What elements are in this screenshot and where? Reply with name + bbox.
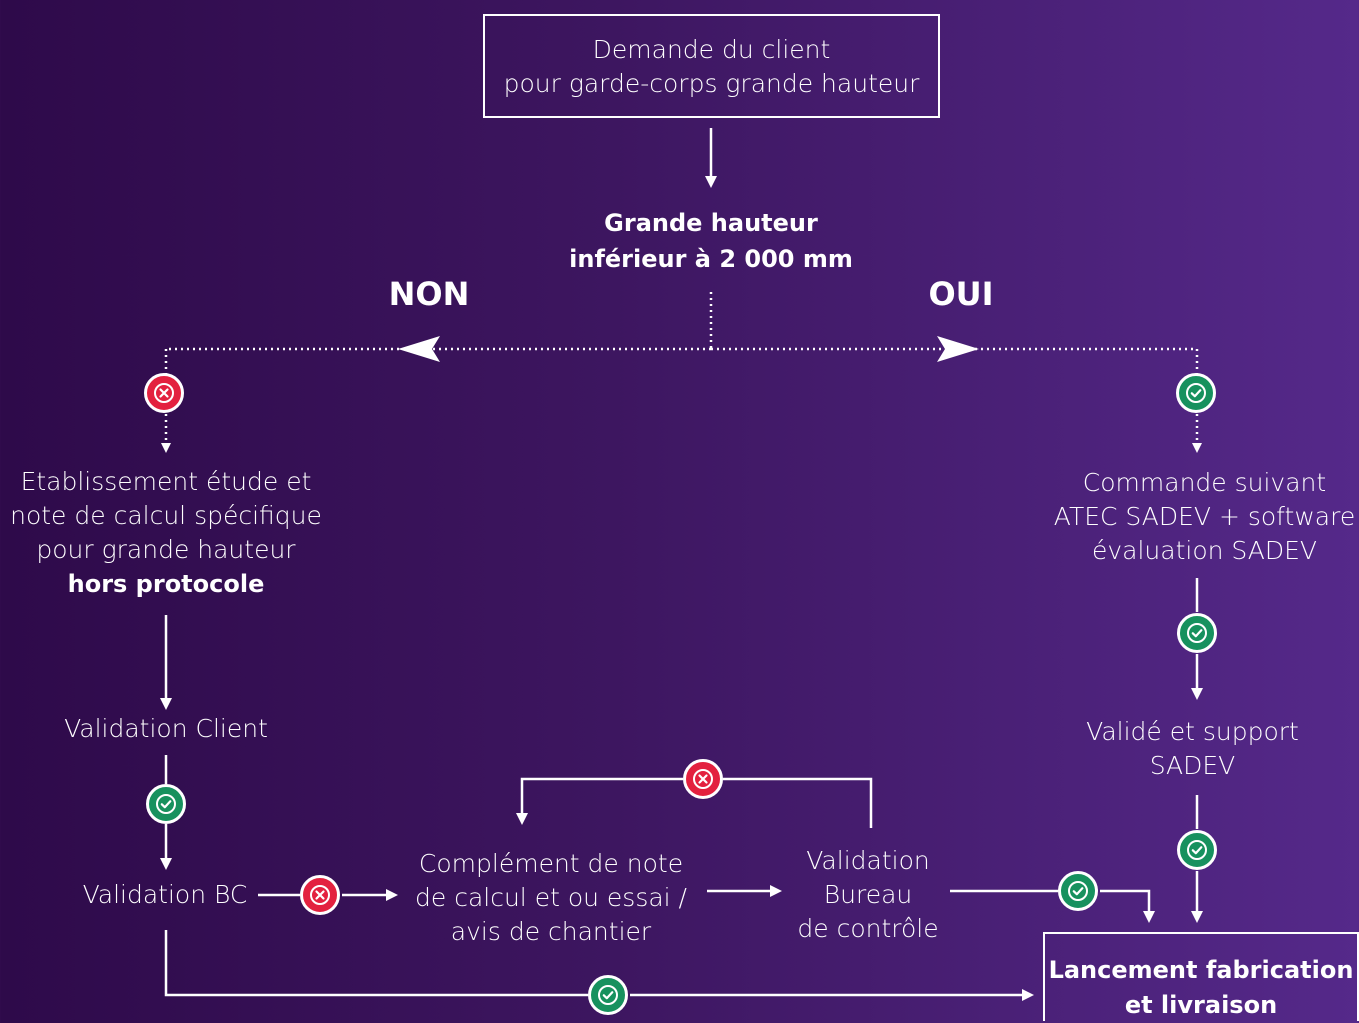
etude-line-bold: hors protocole [67,570,265,598]
valide-line-1: Validé et support [1086,717,1299,746]
label-non: NON [388,275,470,313]
arrowhead-non-down [161,443,171,453]
cross-icon [693,769,713,789]
arrowhead-bureau-lancement [1143,911,1155,923]
node-demande-line-1: Demande du client [592,35,831,64]
connector-bureau-loop [723,777,873,828]
badge-bc-lancement-check [588,975,628,1015]
complement-line-3: avis de chantier [450,917,652,946]
bureau-line-3: de contrôle [797,914,939,943]
arrowhead-etude-client [160,698,172,710]
node-demande-line-2: pour garde-corps grande hauteur [503,69,920,98]
etude-line-1: Etablissement étude et [20,467,312,496]
complement-line-2: de calcul et ou essai / [415,883,687,912]
check-icon [1068,881,1088,901]
bureau-line-2: Bureau [823,880,913,909]
arrowhead-bureau-loop [516,813,528,825]
arrowhead-bc-lancement [1022,989,1034,1001]
commande-line-2: ATEC SADEV + software [1053,502,1356,531]
check-icon [598,985,618,1005]
cross-icon [310,885,330,905]
node-decision-grande-hauteur: Grande hauteur inférieur à 2 000 mm [511,205,911,277]
etude-line-3: pour grande hauteur [36,535,296,564]
lancement-line-2: et livraison [1124,991,1278,1019]
connector-bureau-loop-2 [520,777,683,815]
valide-line-2: SADEV [1149,751,1236,780]
lancement-line-1: Lancement fabrication [1048,956,1354,984]
bureau-line-1: Validation [806,846,930,875]
arrowhead-valide-lancement [1191,911,1203,923]
node-complement-note: Complément de note de calcul et ou essai… [400,847,702,949]
badge-client-bc-check [146,784,186,824]
commande-line-3: évaluation SADEV [1091,536,1318,565]
node-validation-client: Validation Client [64,714,268,743]
arrowhead-oui-large [937,336,979,362]
decision-line-2: inférieur à 2 000 mm [569,245,853,273]
decision-line-1: Grande hauteur [604,209,818,237]
badge-oui-check [1176,373,1216,413]
complement-line-1: Complément de note [418,849,684,878]
badge-commande-valide-check [1177,613,1217,653]
connector-bureau-lancement-2 [1100,889,1151,913]
badge-bureau-loop-cross [683,759,723,799]
commande-line-1: Commande suivant [1082,468,1327,497]
arrowhead-oui-down [1192,443,1202,453]
arrowhead-start-decision [705,176,717,188]
node-lancement-fabrication: Lancement fabrication et livraison [1043,932,1359,1021]
cross-icon [154,383,174,403]
node-validation-bc: Validation BC [82,880,248,909]
node-validation-bureau: Validation Bureau de contrôle [778,844,958,946]
etude-line-2: note de calcul spécifique [10,501,322,530]
label-oui: OUI [928,275,994,313]
connector-bc-lancement-1 [164,930,588,997]
arrowhead-bc-complement [386,889,398,901]
check-icon [1186,383,1206,403]
node-valide-support: Validé et support SADEV [1070,715,1315,783]
arrowhead-commande-valide [1191,688,1203,700]
node-demande-client: Demande du client pour garde-corps grand… [483,14,940,118]
arrowhead-client-bc [160,858,172,870]
check-icon [1187,840,1207,860]
badge-bureau-lancement-check [1058,871,1098,911]
arrowhead-complement-bureau [770,885,782,897]
node-commande-atec: Commande suivant ATEC SADEV + software é… [1050,466,1359,568]
node-etablissement-etude: Etablissement étude et note de calcul sp… [0,465,332,601]
badge-bc-complement-cross [300,875,340,915]
badge-non-cross [144,373,184,413]
check-icon [1187,623,1207,643]
check-icon [156,794,176,814]
badge-valide-lancement-check [1177,830,1217,870]
arrowhead-non-large [398,336,440,362]
